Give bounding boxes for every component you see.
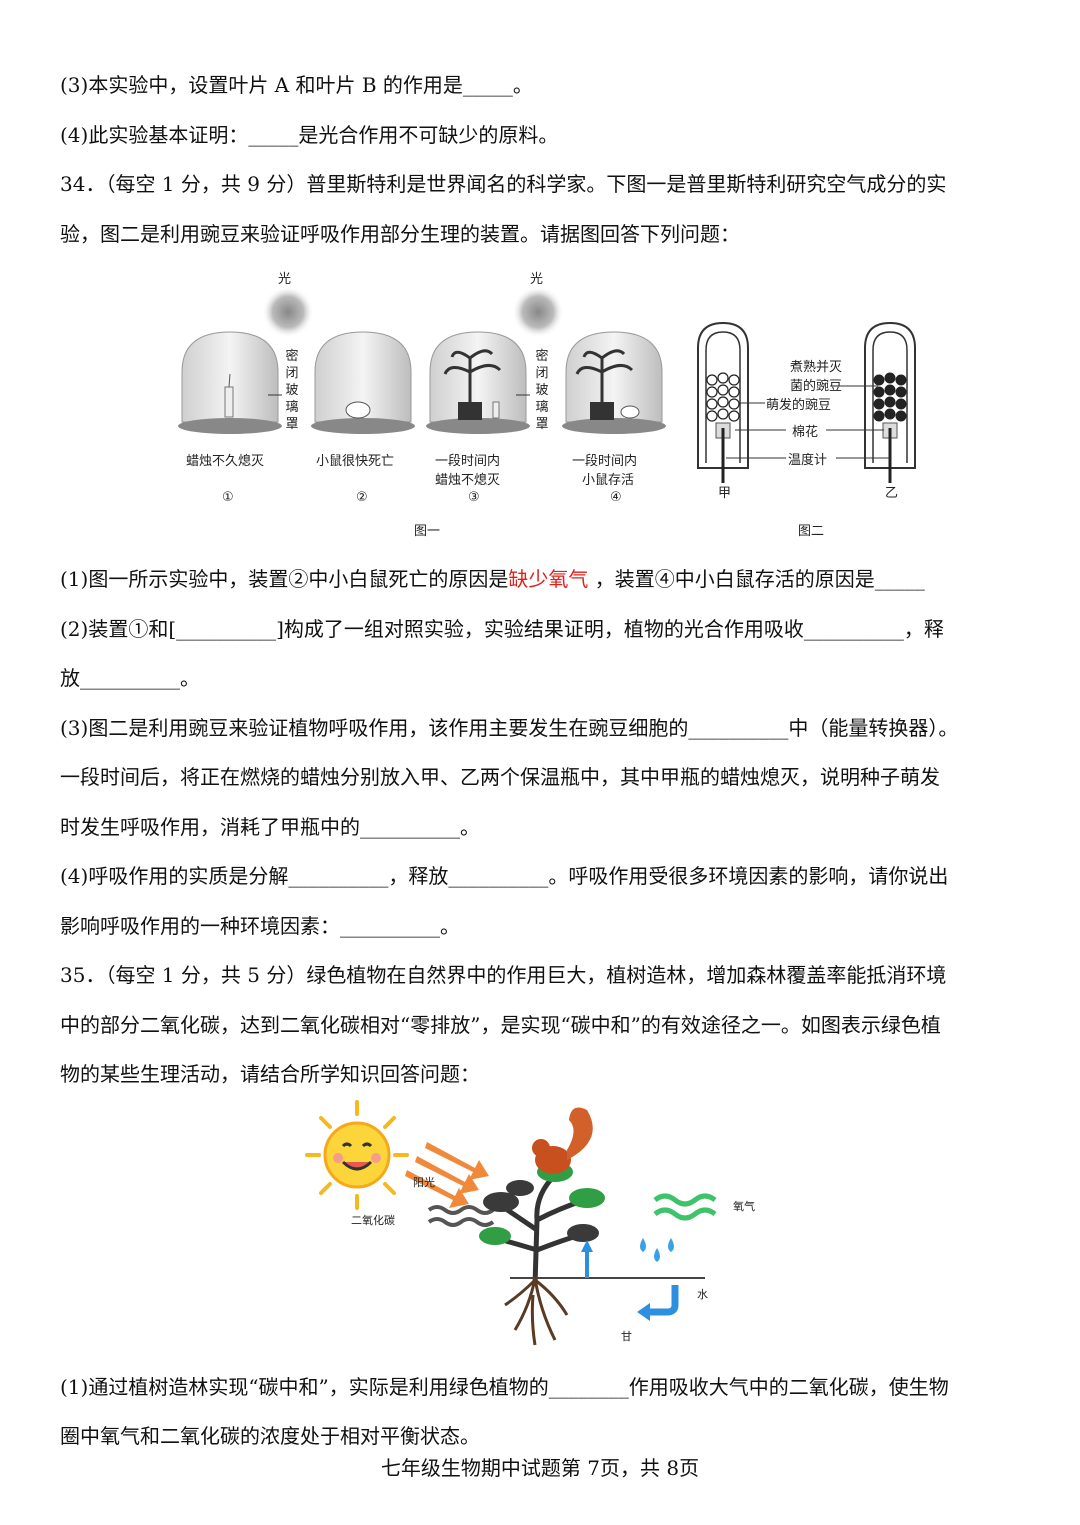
text-line: (1)图一所示实验中，装置②中小白鼠死亡的原因是缺少氧气 ，装置④中小白鼠存活的…: [60, 564, 1022, 594]
water-drops-icon: [640, 1238, 674, 1262]
flask-b: [864, 321, 916, 483]
bell-jar-2: [311, 331, 415, 434]
text-line: 影响呼吸作用的一种环境因素：__________。: [60, 914, 460, 938]
root-mark-label: 甘: [621, 1330, 632, 1343]
text-line: 一段时间后，将正在燃烧的蜡烛分别放入甲、乙两个保温瓶中，其中甲瓶的蜡烛熄灭，说明…: [60, 765, 940, 789]
text-line: (1)通过植树造林实现“碳中和”，实际是利用绿色植物的________作用吸收大…: [60, 1375, 949, 1399]
figure-1-title: 图一: [414, 524, 441, 539]
number-3: ③: [468, 490, 480, 505]
water-arrow-icon: [650, 1285, 679, 1316]
figure-1-drawing: [178, 286, 666, 434]
text-line: 34．（每空 1 分，共 9 分）普里斯特利是世界闻名的科学家。下图一是普里斯特…: [60, 172, 947, 196]
smiling-sun-icon: [305, 1100, 409, 1210]
text-line: (3)图二是利用豌豆来验证植物呼吸作用，该作用主要发生在豌豆细胞的_______…: [60, 716, 959, 740]
q34-1-before: (1)图一所示实验中，装置②中小白鼠死亡的原因是: [60, 567, 509, 591]
water-label: 水: [697, 1288, 708, 1301]
oxygen-wave-icon: [653, 1193, 717, 1221]
flask-b-label: 乙: [885, 486, 899, 501]
text-line: 物的某些生理活动，请结合所学知识回答问题：: [60, 1062, 480, 1086]
germinating-pea-label: 萌发的豌豆: [766, 398, 832, 413]
oxygen-label: 氧气: [733, 1200, 755, 1213]
q34-1-answer: 缺少氧气: [508, 567, 589, 591]
co2-label: 二氧化碳: [351, 1214, 395, 1227]
bell-jar-4: [562, 331, 666, 434]
sealed-cover-label: 密闭玻璃罩: [285, 349, 299, 432]
sealed-cover-label: 密闭玻璃罩: [535, 349, 549, 432]
figure-2-title: 图二: [798, 524, 825, 539]
figure-2-drawing: [697, 321, 916, 483]
flask-a-label: 甲: [718, 486, 732, 501]
text-line: (4)此实验基本证明：_____是光合作用不可缺少的原料。: [60, 123, 559, 147]
caption-2: 小鼠很快死亡: [316, 454, 395, 469]
text-line: (4)呼吸作用的实质是分解__________，释放__________。呼吸作…: [60, 864, 949, 888]
text-line: 时发生呼吸作用，消耗了甲瓶中的__________。: [60, 815, 480, 839]
text-line: 验，图二是利用豌豆来验证呼吸作用部分生理的装置。请据图回答下列问题：: [60, 222, 740, 246]
bell-jar-3: [426, 331, 530, 434]
text-line: 放__________。: [60, 666, 200, 690]
number-2: ②: [356, 490, 368, 505]
text-line: (2)装置①和[__________]构成了一组对照实验，实验结果证明，植物的光…: [60, 617, 944, 641]
q34-1-after: ，装置④中小白鼠存活的原因是_____: [588, 567, 925, 591]
light-label: 光: [278, 272, 292, 287]
page-footer: 七年级生物期中试题第 7页，共 8页: [380, 1456, 700, 1480]
sun-icon: [262, 286, 314, 338]
light-label: 光: [530, 272, 544, 287]
thermometer-label: 温度计: [788, 453, 828, 468]
cotton-label: 棉花: [792, 425, 819, 440]
text-line: 中的部分二氧化碳，达到二氧化碳相对“零排放”，是实现“碳中和”的有效途径之一。如…: [60, 1013, 941, 1037]
boiled-pea-label-b: 菌的豌豆: [790, 379, 843, 394]
squirrel-icon: [532, 1107, 593, 1174]
text-line: (3)本实验中，设置叶片 A 和叶片 B 的作用是_____。: [60, 73, 533, 97]
sunlight-arrows-icon: [405, 1142, 489, 1208]
number-1: ①: [222, 490, 234, 505]
text-line: 35．（每空 1 分，共 5 分）绿色植物在自然界中的作用巨大，植树造林，增加森…: [60, 963, 947, 987]
bell-jar-1: [178, 331, 282, 434]
text-line: 圈中氧气和二氧化碳的浓度处于相对平衡状态。: [60, 1424, 480, 1448]
caption-1: 蜡烛不久熄灭: [186, 454, 265, 469]
figure-3: 阳光 二氧化碳 氧气 水 甘: [305, 1100, 765, 1355]
figure-2: 煮熟并灭 菌的豌豆 萌发的豌豆 棉花 温度计 甲 乙 图二: [690, 318, 940, 543]
caption-4a: 一段时间内: [572, 454, 638, 469]
figure-1: 光 光 密闭玻璃罩 密闭玻璃罩 蜡烛不久熄灭 小鼠很快死亡 一段时间内 蜡烛不熄…: [170, 262, 670, 547]
co2-wave-icon: [427, 1205, 495, 1227]
caption-4b: 小鼠存活: [582, 473, 635, 488]
flask-a: [697, 321, 749, 483]
roots-icon: [504, 1277, 569, 1346]
caption-3a: 一段时间内: [435, 454, 501, 469]
caption-3b: 蜡烛不熄灭: [435, 473, 501, 488]
boiled-pea-label-a: 煮熟并灭: [790, 360, 843, 375]
sun-icon: [512, 286, 564, 338]
tree-icon: [479, 1162, 605, 1286]
sunlight-label: 阳光: [413, 1176, 435, 1189]
figure-3-drawing: [305, 1100, 717, 1346]
number-4: ④: [610, 490, 622, 505]
